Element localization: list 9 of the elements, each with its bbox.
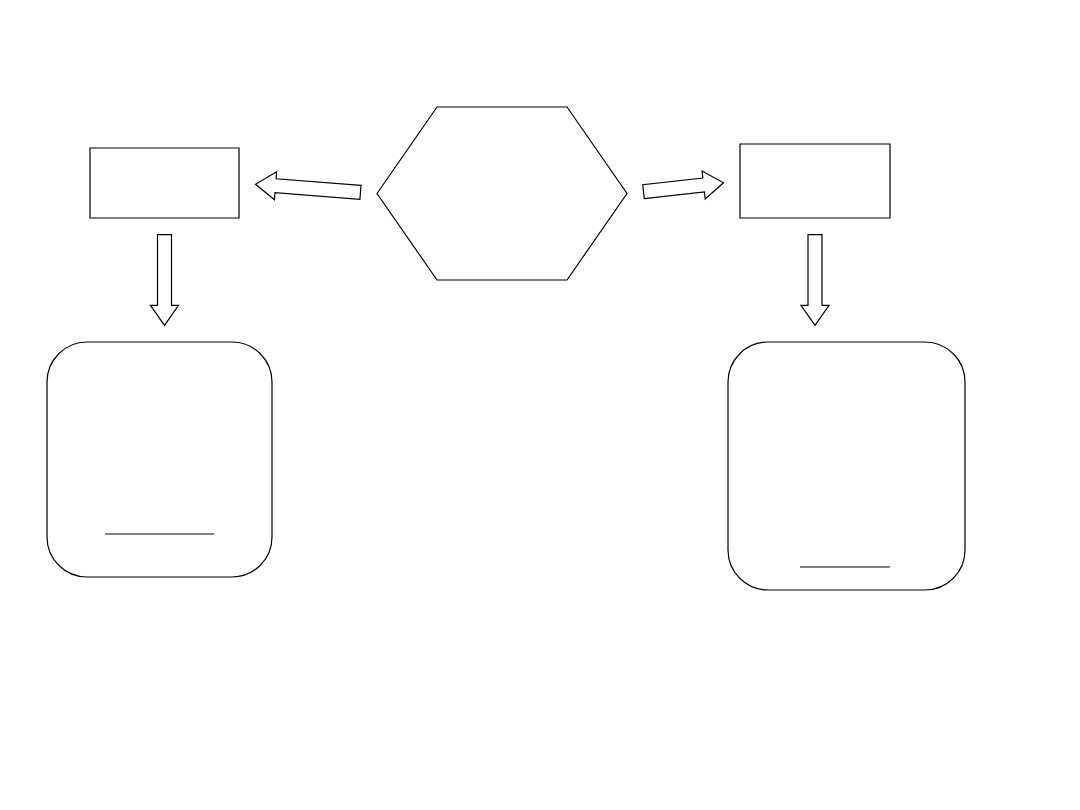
box bbox=[89, 147, 240, 219]
block-arrow bbox=[149, 234, 180, 327]
block-arrow bbox=[642, 170, 725, 201]
block-arrow bbox=[799, 234, 831, 327]
hexagon bbox=[376, 106, 628, 281]
box bbox=[739, 143, 891, 219]
rounded-box bbox=[727, 341, 966, 591]
block-arrow bbox=[254, 170, 362, 201]
rounded-box bbox=[46, 341, 273, 578]
